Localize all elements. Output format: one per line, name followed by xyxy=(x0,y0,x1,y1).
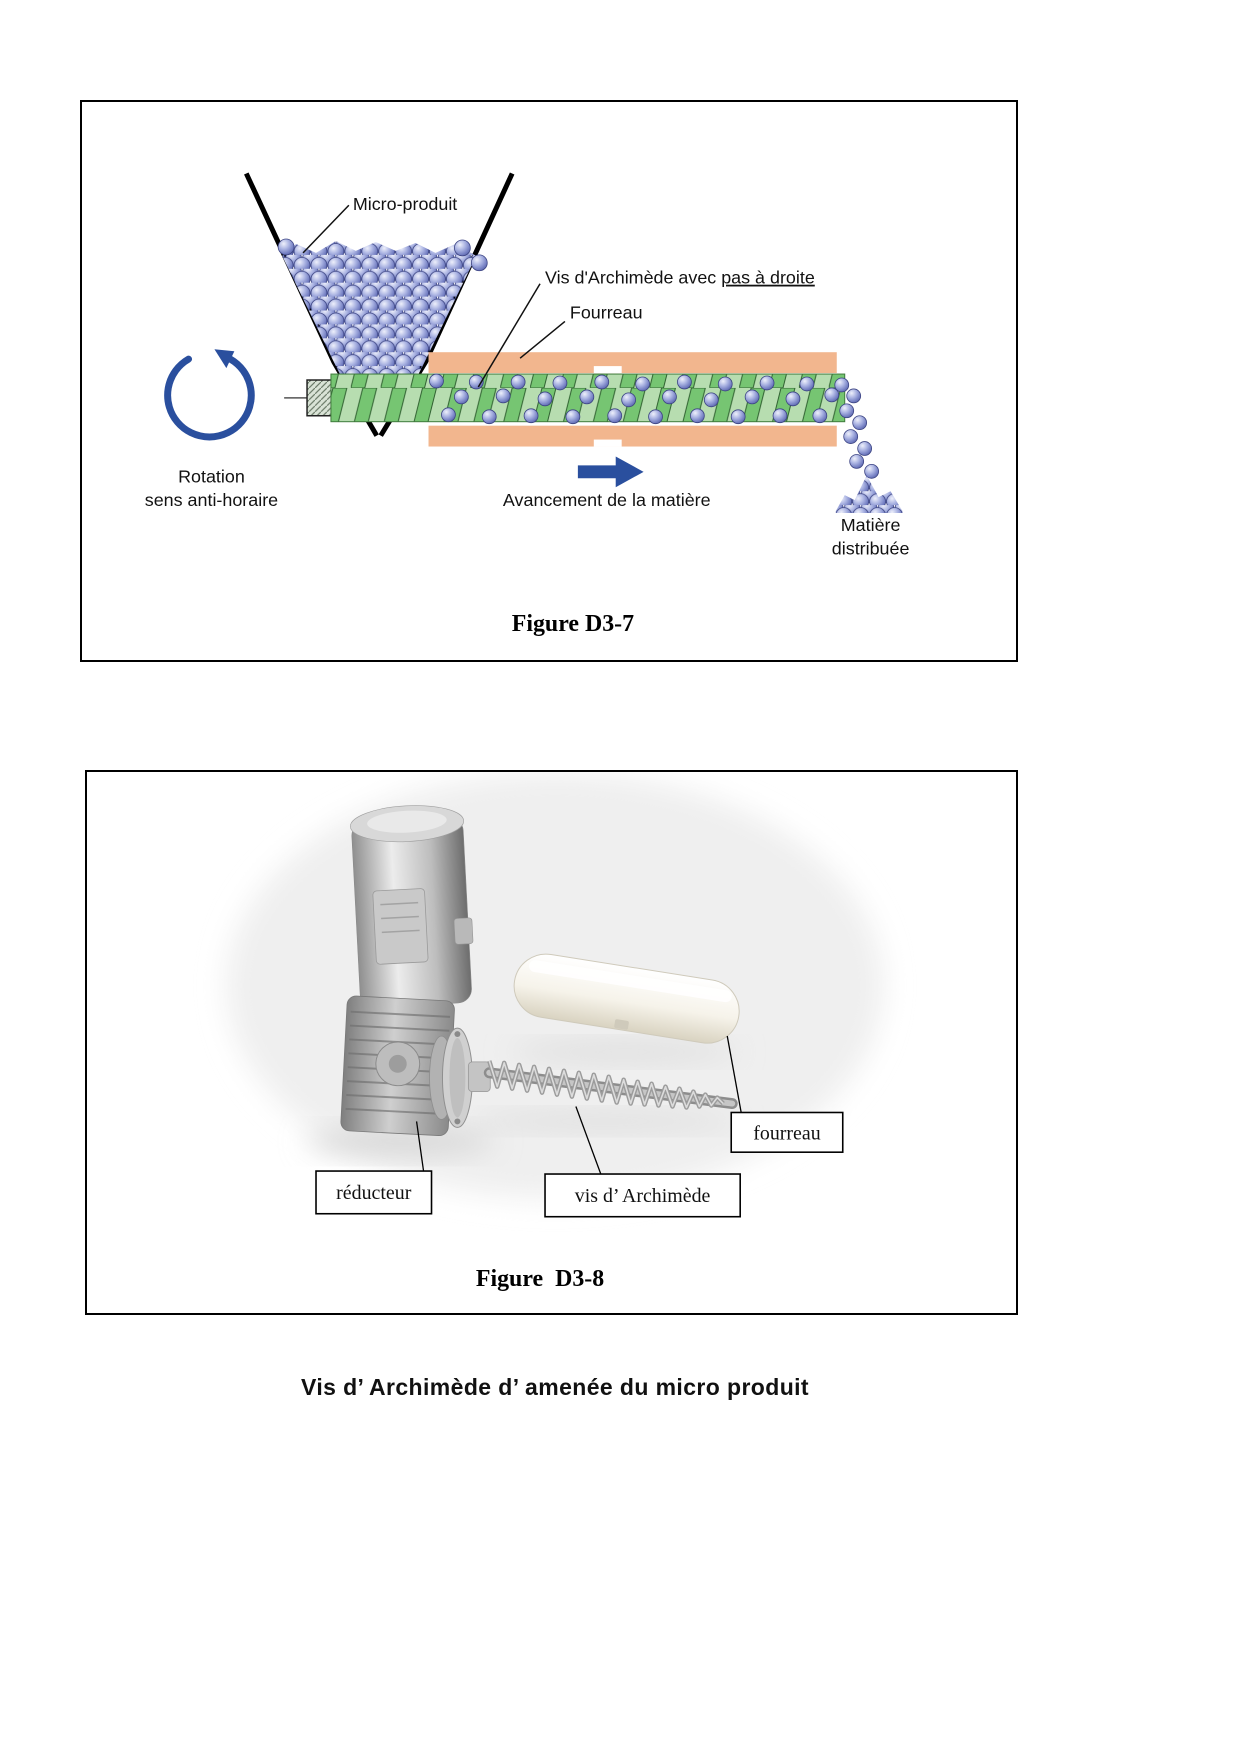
label-rotation-line2: sens anti-horaire xyxy=(145,490,278,510)
figure-d3-7-diagram: Micro-produit Vis d'Archimède avec pas à… xyxy=(145,172,910,637)
motor xyxy=(350,805,474,1008)
tube-lower-wall xyxy=(428,425,837,447)
leader-micro-produit xyxy=(302,204,350,254)
screw-shaft-stub xyxy=(306,379,334,417)
label-matiere-line1: Matière xyxy=(841,515,901,535)
figure-d3-7-frame: Micro-produit Vis d'Archimède avec pas à… xyxy=(80,100,1018,662)
leader-fourreau xyxy=(519,320,566,359)
photo-leader-lines xyxy=(415,1035,742,1175)
label-box-reducteur: réducteur xyxy=(315,1170,433,1215)
leader-lines xyxy=(302,204,566,388)
gearbox-reducteur xyxy=(340,995,455,1136)
figure-d3-7-caption: Figure D3-7 xyxy=(512,611,634,637)
label-rotation-line1: Rotation xyxy=(178,466,245,486)
shadow-sleeve xyxy=(510,1042,740,1062)
tube-joint-notch-top xyxy=(593,366,622,374)
label-vis-prefix: Vis d'Archimède avec xyxy=(545,268,721,288)
figure-d3-8-frame: fourreau réducteur vis d’ Archimède Figu… xyxy=(85,770,1018,1315)
sleeve-fourreau xyxy=(513,953,740,1044)
page-title: Vis d’ Archimède d’ amenée du micro prod… xyxy=(301,1374,809,1400)
granule-heap xyxy=(277,238,488,375)
shadow-screw xyxy=(470,1112,740,1131)
label-vis-archimede: Vis d'Archimède avec pas à droite xyxy=(545,268,815,288)
label-matiere-line2: distribuée xyxy=(832,539,910,559)
tube-fourreau xyxy=(428,352,837,447)
label-fourreau: Fourreau xyxy=(570,302,643,322)
leader-fourreau-photo xyxy=(726,1035,742,1113)
label-reducteur: réducteur xyxy=(336,1182,412,1204)
leader-vis-archimede xyxy=(477,283,541,388)
output-flange xyxy=(429,1027,491,1128)
figure-d3-8-photo: fourreau réducteur vis d’ Archimède Figu… xyxy=(226,772,884,1292)
granule-pile xyxy=(835,475,903,514)
label-box-fourreau: fourreau xyxy=(730,1111,844,1153)
sleeve-notch xyxy=(614,1019,629,1030)
figure-d3-8-caption: Figure D3-8 xyxy=(476,1266,604,1292)
tube-joint-notch-bottom xyxy=(593,439,622,447)
shadow-gearbox xyxy=(306,1127,496,1156)
label-avancement: Avancement de la matière xyxy=(503,490,711,510)
screw-vis-archimede xyxy=(483,1060,738,1110)
distributed-granules xyxy=(834,377,903,514)
rotation-arrow-icon xyxy=(164,349,255,441)
flow-arrow-icon xyxy=(577,456,644,488)
label-vis-underlined: pas à droite xyxy=(721,268,815,288)
motor-nameplate xyxy=(372,888,429,965)
label-fourreau-photo: fourreau xyxy=(753,1122,820,1144)
label-micro-produit: Micro-produit xyxy=(353,194,457,214)
label-vis-photo: vis d’ Archimède xyxy=(575,1185,711,1207)
tube-upper-wall xyxy=(428,352,837,374)
leader-vis-photo xyxy=(575,1106,602,1175)
leader-reducteur xyxy=(415,1121,425,1172)
label-box-vis: vis d’ Archimède xyxy=(544,1173,741,1218)
granules-in-tube xyxy=(429,373,840,425)
